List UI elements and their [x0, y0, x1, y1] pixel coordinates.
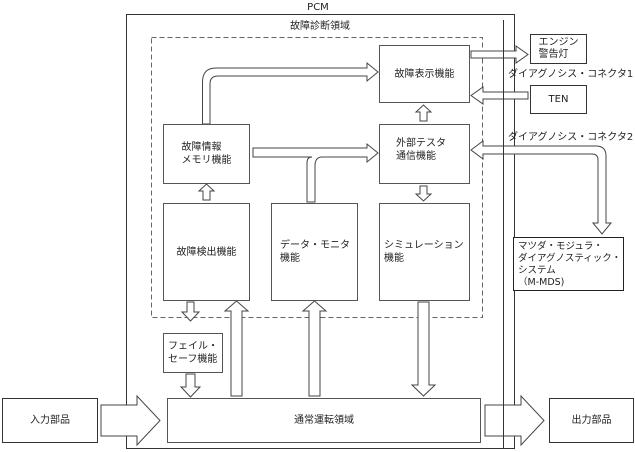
arrow-tester-to-simulation	[414, 185, 433, 202]
input-parts-label: 入力部品	[30, 415, 70, 426]
arrow-memory-to-tester	[252, 142, 379, 203]
m-mds-box: マツダ・モジュラ・ ダイアグノスティック・ システム （M-MDS)	[513, 237, 624, 291]
data-monitor-box: データ・モニタ 機能	[271, 203, 358, 301]
arrow-input-to-normal	[100, 394, 161, 447]
arrow-normal-to-monitor	[301, 300, 328, 397]
arrow-display-to-lamp	[470, 45, 529, 64]
fault-detection-box: 故障検出機能	[163, 203, 250, 301]
pcm-label: PCM	[307, 2, 329, 13]
arrow-normal-to-detection	[223, 300, 250, 397]
arrow-detection-to-memory	[197, 183, 216, 201]
ten-box: TEN	[530, 85, 587, 114]
fault-memory-box: 故障情報 メモリ機能	[163, 124, 250, 184]
fault-display-label: 故障表示機能	[394, 68, 455, 80]
output-parts-label: 出力部品	[571, 415, 612, 426]
simulation-label: シミュレーション 機能	[384, 240, 464, 264]
arrow-memory-to-display	[202, 61, 379, 125]
arrow-detection-to-failsafe	[180, 301, 201, 322]
arrow-normal-to-output	[484, 394, 545, 447]
arrow-tester-mmds-head	[470, 140, 613, 235]
arrow-failsafe-to-normal	[179, 373, 202, 398]
m-mds-label: マツダ・モジュラ・ ダイアグノスティック・ システム （M-MDS)	[518, 241, 622, 288]
external-tester-label: 外部テスタ 通信機能	[396, 138, 446, 162]
normal-operation-box: 通常運転領域	[167, 398, 481, 443]
engine-warning-lamp-box: エンジン 警告灯	[530, 34, 587, 64]
fault-detection-label: 故障検出機能	[176, 246, 237, 258]
output-parts-box: 出力部品	[549, 398, 634, 443]
fault-memory-label: 故障情報 メモリ機能	[181, 142, 232, 166]
connector1-label: ダイアグノシス・コネクタ1	[508, 69, 634, 80]
external-tester-box: 外部テスタ 通信機能	[379, 124, 470, 184]
normal-operation-label: 通常運転領域	[294, 415, 354, 426]
simulation-box: シミュレーション 機能	[379, 203, 470, 301]
input-parts-box: 入力部品	[2, 398, 98, 443]
arrow-simulation-to-normal	[410, 301, 437, 397]
arrow-tester-to-display	[414, 104, 433, 122]
engine-warning-lamp-label: エンジン 警告灯	[538, 37, 579, 60]
fault-display-box: 故障表示機能	[379, 45, 470, 103]
ten-label: TEN	[548, 94, 569, 105]
data-monitor-label: データ・モニタ 機能	[280, 240, 350, 264]
connector2-label: ダイアグノシス・コネクタ2	[508, 132, 634, 143]
fail-safe-label: フェイル・ セーフ機能	[168, 341, 218, 365]
diagnosis-region-label: 故障診断領域	[290, 21, 350, 32]
arrow-ten-to-display	[470, 86, 529, 105]
fail-safe-box: フェイル・ セーフ機能	[163, 333, 223, 373]
